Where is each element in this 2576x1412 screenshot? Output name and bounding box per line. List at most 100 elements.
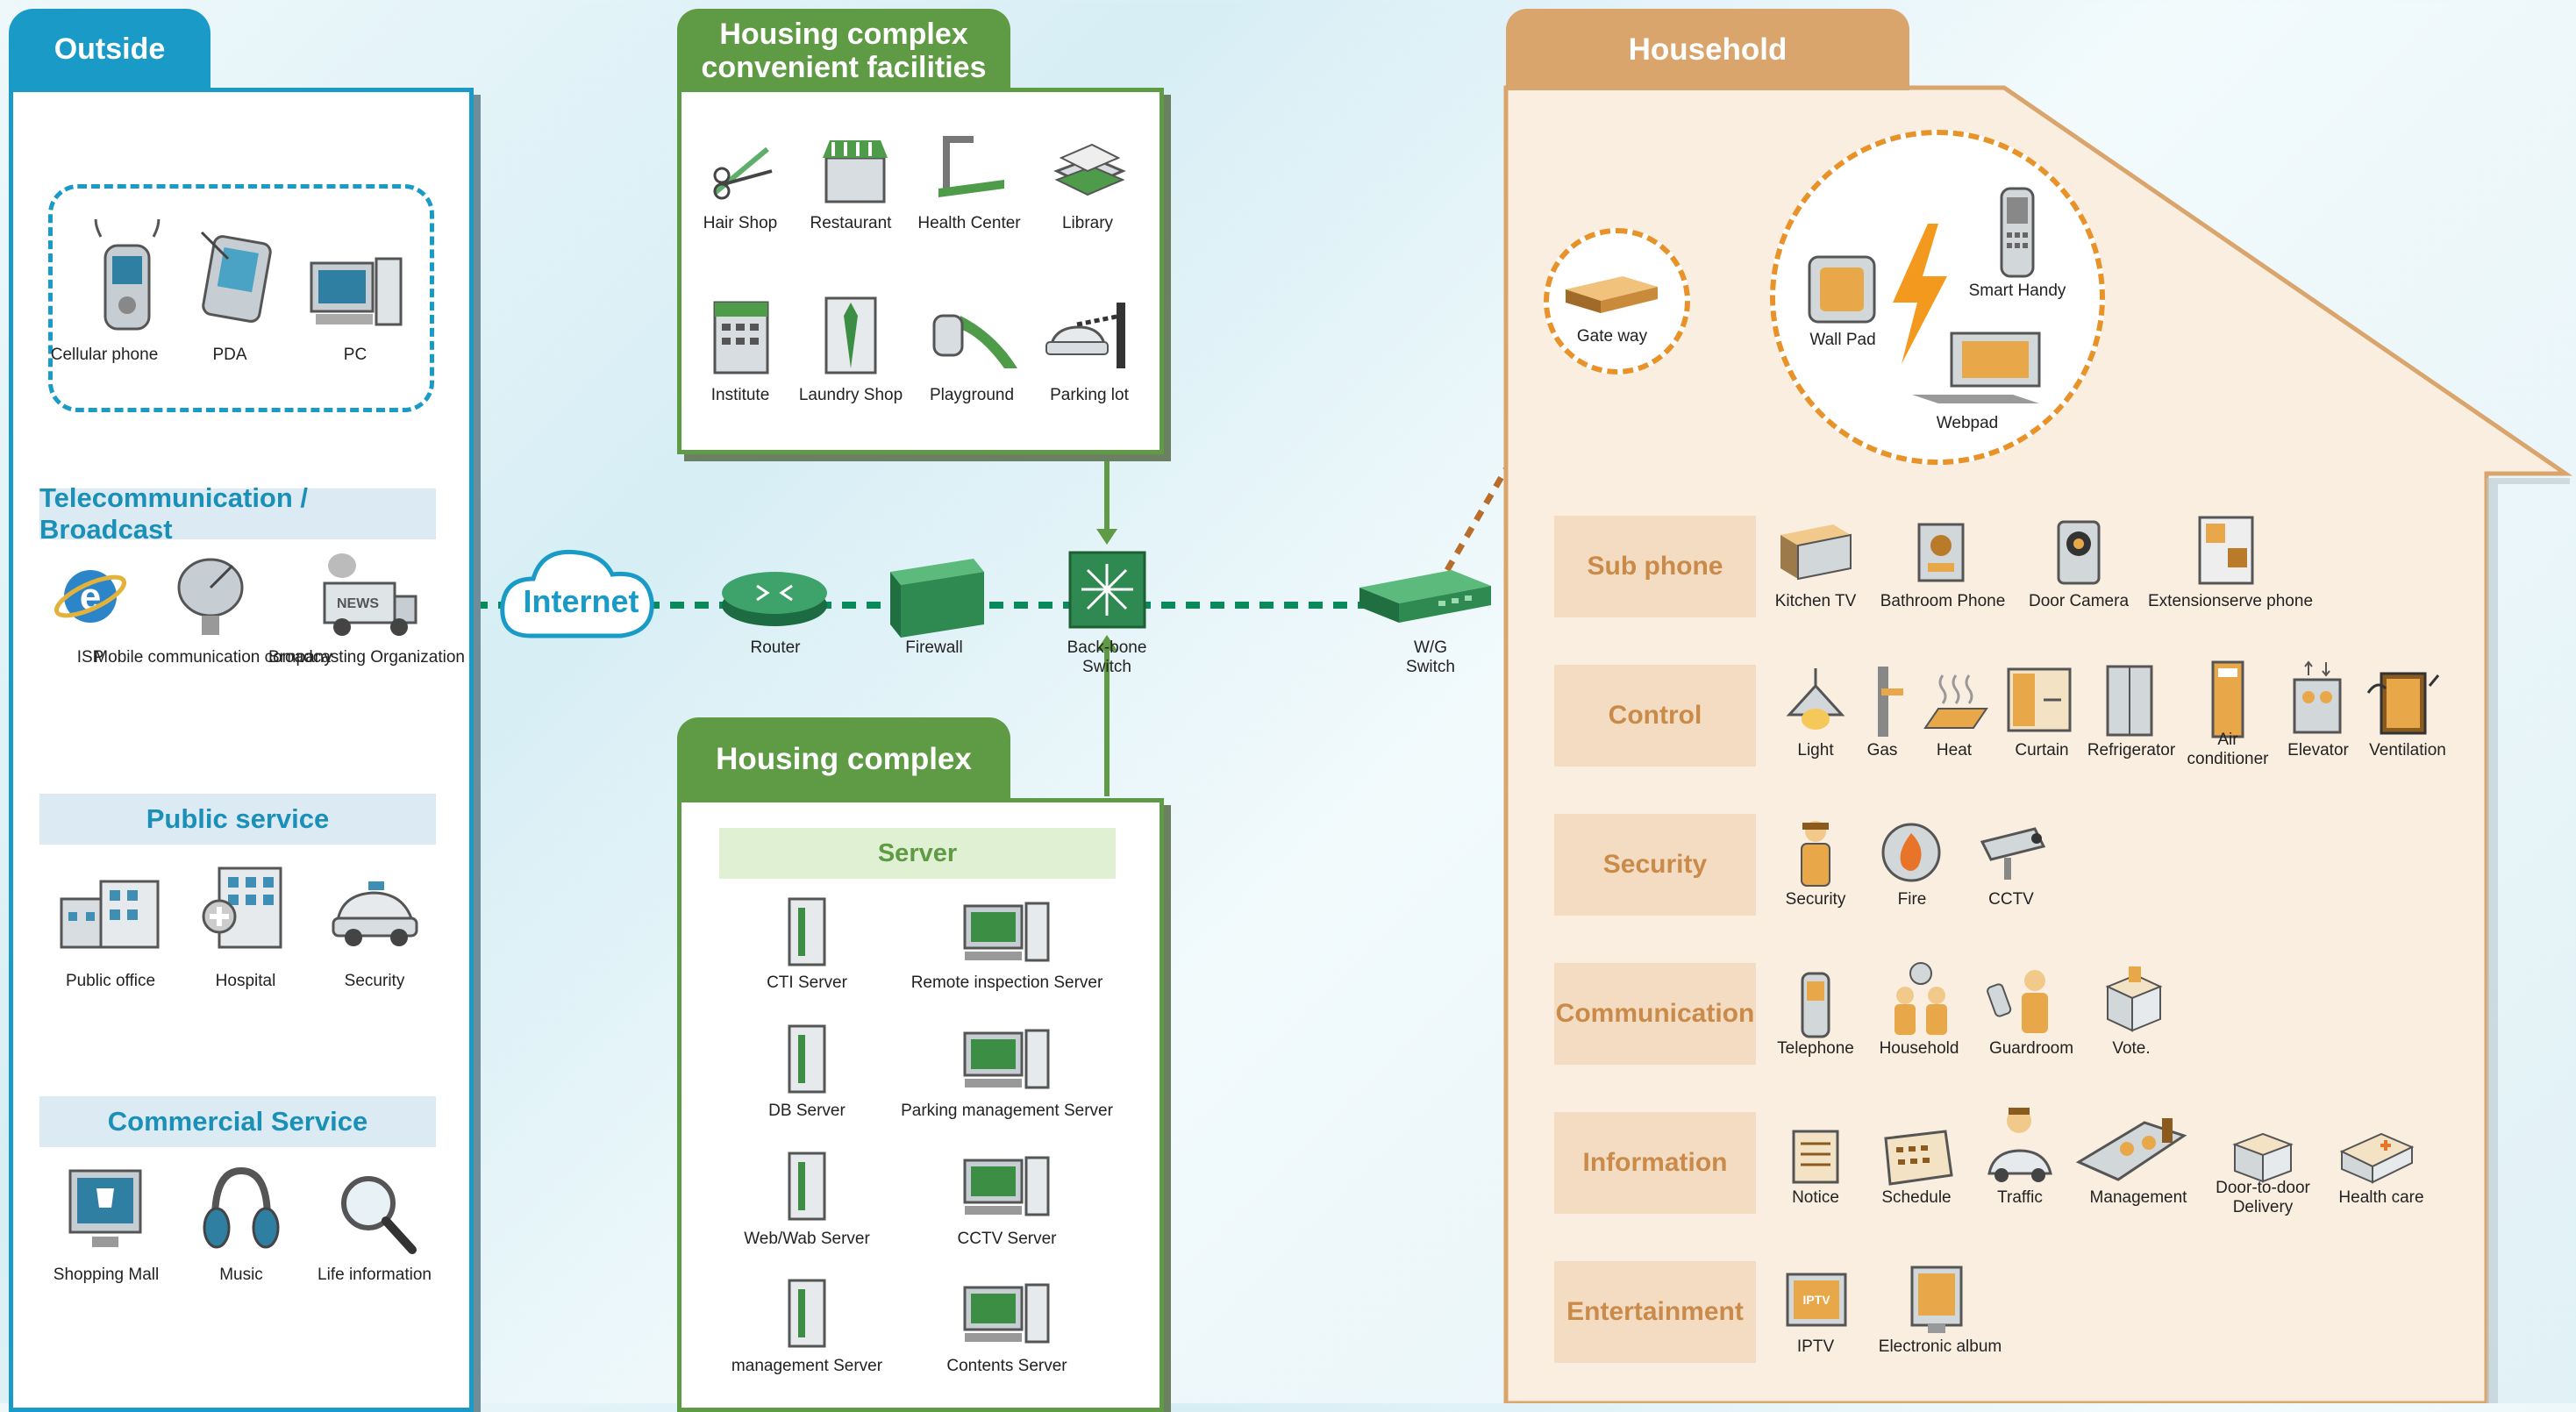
category-control: Control <box>1554 665 1756 767</box>
bathroom-phone-icon <box>1917 523 1965 582</box>
hospital-icon <box>202 866 282 949</box>
refrigerator-icon <box>2106 665 2153 737</box>
public-office-label: Public office <box>65 972 156 990</box>
server-label-0: CTI Server <box>767 973 847 992</box>
subphone-item-2: Door Camera <box>2028 592 2130 610</box>
traffic-icon <box>1987 1108 2052 1182</box>
pda-label: PDA <box>212 346 247 364</box>
facility-label-7: Parking lot <box>1050 386 1129 404</box>
public-service-header: Public service <box>39 794 436 845</box>
scissors-comb-icon <box>713 146 773 200</box>
category-sub-phone: Sub phone <box>1554 516 1756 617</box>
institute-icon <box>713 301 769 374</box>
wg-switch-label: W/G Switch <box>1406 638 1455 676</box>
subphone-item-0: Kitchen TV <box>1774 592 1857 610</box>
cctv-icon <box>1980 827 2046 880</box>
electronic-album-icon <box>1910 1266 1963 1333</box>
kitchen-tv-icon <box>1780 524 1852 581</box>
control-item-2: Heat <box>1936 741 1973 759</box>
security-item-0: Security <box>1785 890 1846 909</box>
smart-handy-icon <box>2000 187 2035 278</box>
housing-complex-title: Housing complex <box>677 717 1010 802</box>
cellular-phone-icon <box>94 219 161 331</box>
server-label-7: Contents Server <box>946 1357 1067 1375</box>
server-label-2: DB Server <box>768 1102 846 1120</box>
door-camera-icon <box>2057 520 2101 585</box>
household-people-icon <box>1895 962 1947 1035</box>
server-label-1: Remote inspection Server <box>910 973 1103 992</box>
magnifier-icon <box>341 1176 417 1254</box>
cellular-phone-label: Cellular phone <box>50 346 159 364</box>
ventilation-icon <box>2366 672 2440 735</box>
webpad-label: Webpad <box>1936 414 1999 432</box>
communication-item-2: Guardroom <box>1988 1039 2074 1058</box>
svg-text:IPTV: IPTV <box>1802 1293 1830 1307</box>
entertainment-item-0: IPTV <box>1796 1337 1835 1356</box>
cti-server-icon <box>788 897 826 966</box>
web-server-icon <box>788 1152 826 1221</box>
control-item-5: Air conditioner <box>2187 731 2269 768</box>
shopping-mall-label: Shopping Mall <box>53 1266 160 1284</box>
svg-text:NEWS: NEWS <box>337 596 379 611</box>
facility-label-5: Laundry Shop <box>798 386 903 404</box>
lightning-icon <box>1893 224 1947 364</box>
commercial-header: Commercial Service <box>39 1096 436 1147</box>
fire-icon <box>1881 823 1941 882</box>
category-communication: Communication <box>1554 963 1756 1065</box>
control-item-4: Refrigerator <box>2087 741 2176 759</box>
facility-label-6: Playground <box>929 386 1015 404</box>
communication-item-0: Telephone <box>1777 1039 1854 1058</box>
backbone-switch-label: Back-bone Switch <box>1067 638 1147 676</box>
gateway-label: Gate way <box>1576 327 1648 346</box>
information-item-2: Traffic <box>1997 1188 2043 1207</box>
telephone-icon <box>1801 972 1830 1038</box>
smart-handy-label: Smart Handy <box>1968 282 2066 300</box>
remote-inspection-server-icon <box>963 902 1050 962</box>
webpad-icon <box>1912 332 2041 403</box>
security-guard-icon <box>1801 821 1830 887</box>
information-item-4: Door-to-door Delivery <box>2216 1179 2310 1216</box>
pc-icon <box>310 257 403 326</box>
light-icon <box>1786 668 1845 730</box>
information-item-1: Schedule <box>1881 1188 1952 1207</box>
facility-label-2: Health Center <box>917 214 1021 232</box>
security-item-1: Fire <box>1897 890 1927 909</box>
server-header: Server <box>719 828 1116 879</box>
firewall-label: Firewall <box>905 638 963 657</box>
vote-box-icon <box>2105 966 2163 1032</box>
entertainment-item-1: Electronic album <box>1878 1337 2002 1356</box>
books-icon <box>1053 143 1126 196</box>
subphone-item-3: Extensionserve phone <box>2147 592 2314 610</box>
server-label-6: management Server <box>731 1357 883 1375</box>
information-item-3: Management <box>2089 1188 2187 1207</box>
outside-title: Outside <box>9 9 211 89</box>
iptv-icon: IPTV <box>1786 1273 1847 1327</box>
parking-server-icon <box>963 1029 1050 1089</box>
communication-item-1: Household <box>1879 1039 1959 1058</box>
guardroom-icon <box>1987 970 2048 1033</box>
parking-barrier-icon <box>1045 303 1125 368</box>
internet-cloud-icon <box>500 549 654 638</box>
treadmill-icon <box>938 136 1004 197</box>
firewall-icon <box>890 559 984 638</box>
isp-icon: e <box>54 570 127 623</box>
facility-label-4: Institute <box>710 386 770 404</box>
household-title: Household <box>1506 9 1909 90</box>
extension-phone-icon <box>2198 516 2254 585</box>
db-server-icon <box>788 1024 826 1094</box>
communication-item-3: Vote. <box>2112 1039 2151 1058</box>
personal-devices-group <box>48 184 434 412</box>
schedule-icon <box>1884 1130 1953 1186</box>
isp-label: ISP <box>76 648 104 667</box>
category-information: Information <box>1554 1112 1756 1214</box>
curtain-icon <box>2007 667 2072 732</box>
security-item-2: CCTV <box>1988 890 2034 909</box>
management-icon <box>2075 1118 2187 1181</box>
wall-pad-icon <box>1808 255 1876 324</box>
server-label-4: Web/Wab Server <box>744 1230 870 1248</box>
broadcasting-label: Broadcasting Organization <box>268 648 465 667</box>
control-item-6: Elevator <box>2287 741 2349 759</box>
wall-pad-label: Wall Pad <box>1809 331 1876 349</box>
heat-icon <box>1923 674 1988 729</box>
facilities-title: Housing complex convenient facilities <box>677 9 1010 92</box>
